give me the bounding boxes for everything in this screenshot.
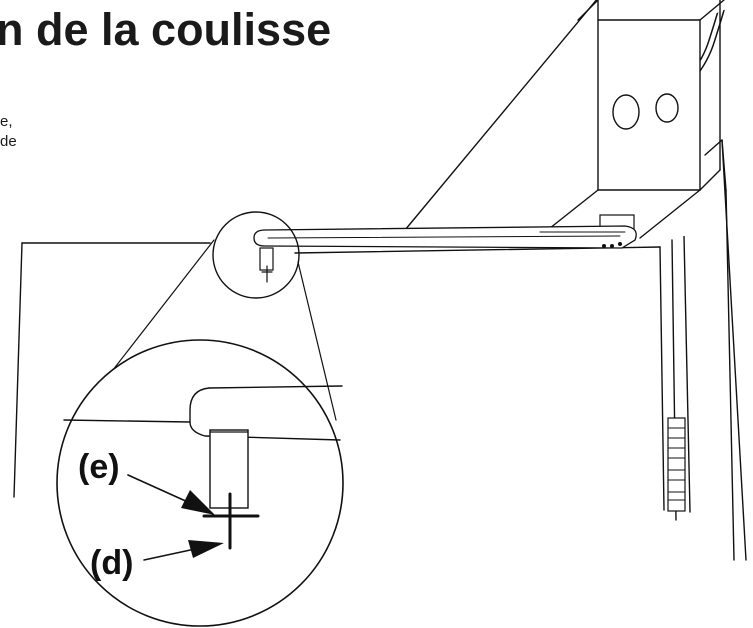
- detail-marker-circle: [212, 211, 300, 299]
- magnifier-leader: [297, 261, 337, 421]
- callout-label-e: (e): [78, 448, 120, 486]
- body-text-fragment: e,: [0, 113, 13, 130]
- knockout-hole: [612, 94, 640, 130]
- callout-arrow-e: [127, 474, 215, 515]
- callout-label-d: (d): [90, 544, 133, 582]
- cable-entry-hole: [655, 93, 679, 123]
- hinge: [667, 417, 686, 512]
- operator-box: [399, 0, 749, 239]
- body-text-fragment: de: [0, 133, 17, 150]
- slide-track-arm: [253, 225, 637, 283]
- page-title: n de la coulisse: [0, 4, 332, 55]
- callout-arrow-d: [143, 540, 224, 561]
- magnified-detail: [56, 339, 344, 627]
